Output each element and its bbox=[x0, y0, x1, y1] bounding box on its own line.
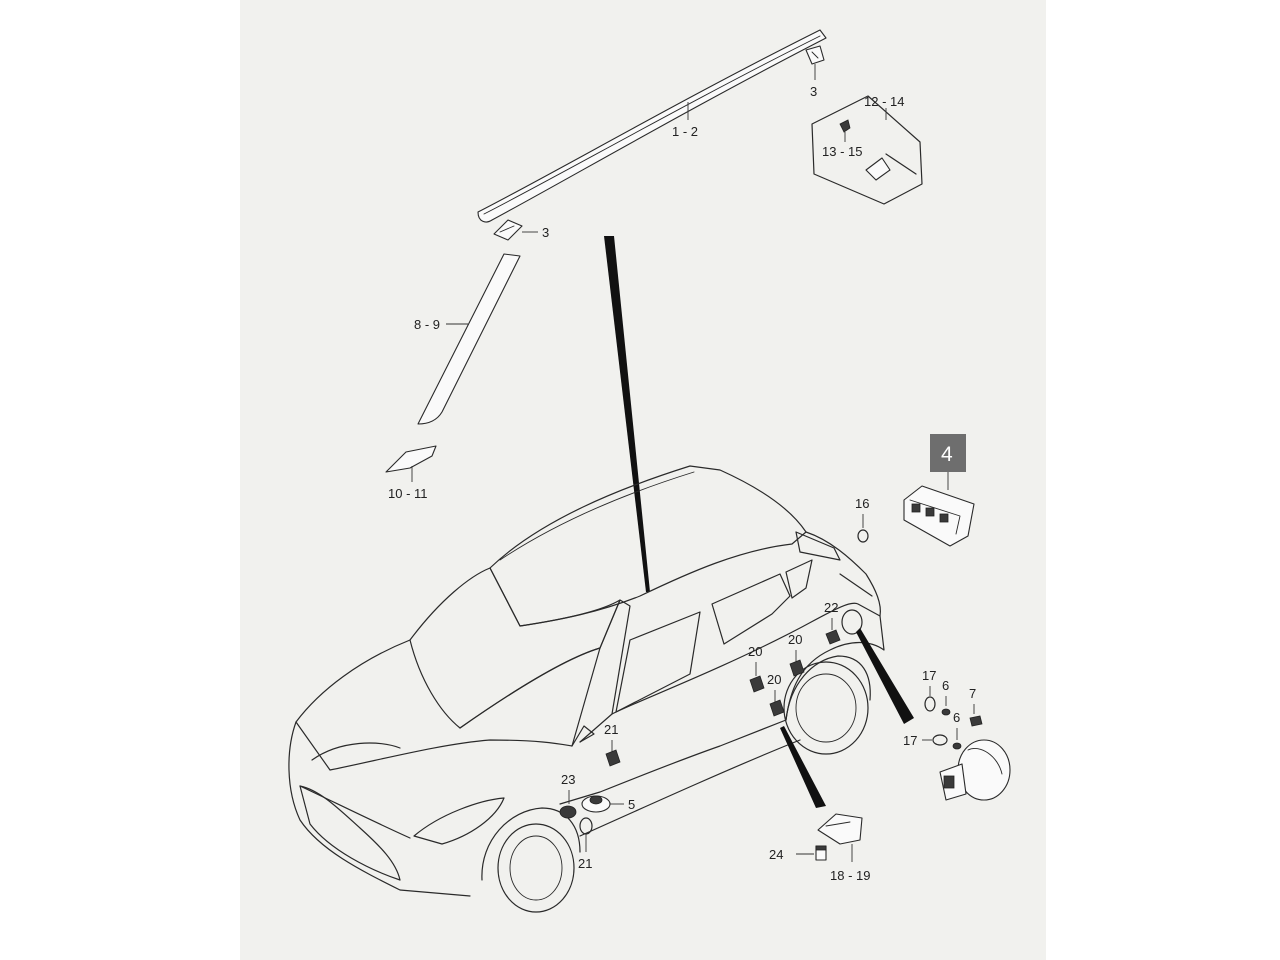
callout-17-lower: 17 bbox=[903, 733, 917, 748]
callout-21-upper: 21 bbox=[604, 722, 618, 737]
callout-7: 7 bbox=[969, 686, 976, 701]
molding-end-cap-icon bbox=[865, 157, 891, 181]
parts-detail-box bbox=[811, 95, 923, 205]
callout-8-9: 8 - 9 bbox=[414, 317, 440, 332]
clip-icon bbox=[839, 119, 851, 133]
roof-molding-part bbox=[477, 29, 827, 223]
callout-17-upper: 17 bbox=[922, 668, 936, 683]
clip-icon bbox=[805, 45, 825, 65]
callout-20-a: 20 bbox=[748, 644, 762, 659]
callout-12-14: 12 - 14 bbox=[864, 94, 904, 109]
clip-icon bbox=[825, 629, 841, 645]
grommet-icon bbox=[559, 805, 577, 819]
bolt-icon bbox=[815, 845, 827, 861]
part-4-label: 4 bbox=[941, 443, 953, 466]
screw-icon bbox=[941, 708, 951, 716]
part-4-badge bbox=[930, 434, 966, 472]
pointer-arrow-roof bbox=[604, 236, 650, 592]
callout-6-upper: 6 bbox=[942, 678, 949, 693]
clip-icon bbox=[493, 219, 523, 241]
callout-18-19: 18 - 19 bbox=[830, 868, 870, 883]
pillar-garnish-part bbox=[417, 253, 521, 425]
callout-23: 23 bbox=[561, 772, 575, 787]
callout-13-15: 13 - 15 bbox=[822, 144, 862, 159]
clip-icon bbox=[749, 675, 765, 693]
paper-background bbox=[240, 0, 1046, 960]
pointer-arrow-bracket bbox=[780, 726, 826, 808]
cap-nut-icon bbox=[581, 795, 611, 813]
callout-24: 24 bbox=[769, 847, 783, 862]
seal-ring-icon bbox=[924, 696, 936, 712]
callout-10-11: 10 - 11 bbox=[388, 486, 428, 501]
seal-ring-icon bbox=[932, 734, 948, 746]
emblem-plate-part bbox=[903, 485, 975, 547]
clip-icon bbox=[769, 699, 785, 717]
callout-1-2: 1 - 2 bbox=[672, 124, 698, 139]
pointer-arrow-fuel-lid bbox=[856, 628, 914, 724]
clip-icon bbox=[969, 715, 983, 727]
callout-20-b: 20 bbox=[788, 632, 802, 647]
callout-3-lower: 3 bbox=[542, 225, 549, 240]
callout-5: 5 bbox=[628, 797, 635, 812]
clip-icon bbox=[605, 749, 621, 767]
corner-garnish-part bbox=[385, 445, 437, 473]
callout-21-lower: 21 bbox=[578, 856, 592, 871]
clip-icon bbox=[789, 659, 805, 677]
bracket-part bbox=[817, 813, 863, 845]
callout-3-top: 3 bbox=[810, 84, 817, 99]
callout-6-lower: 6 bbox=[953, 710, 960, 725]
callout-16: 16 bbox=[855, 496, 869, 511]
callout-22: 22 bbox=[824, 600, 838, 615]
callout-20-c: 20 bbox=[767, 672, 781, 687]
fuel-filler-lid-part bbox=[939, 739, 1011, 801]
o-ring-icon bbox=[857, 529, 869, 543]
screw-icon bbox=[952, 742, 962, 750]
